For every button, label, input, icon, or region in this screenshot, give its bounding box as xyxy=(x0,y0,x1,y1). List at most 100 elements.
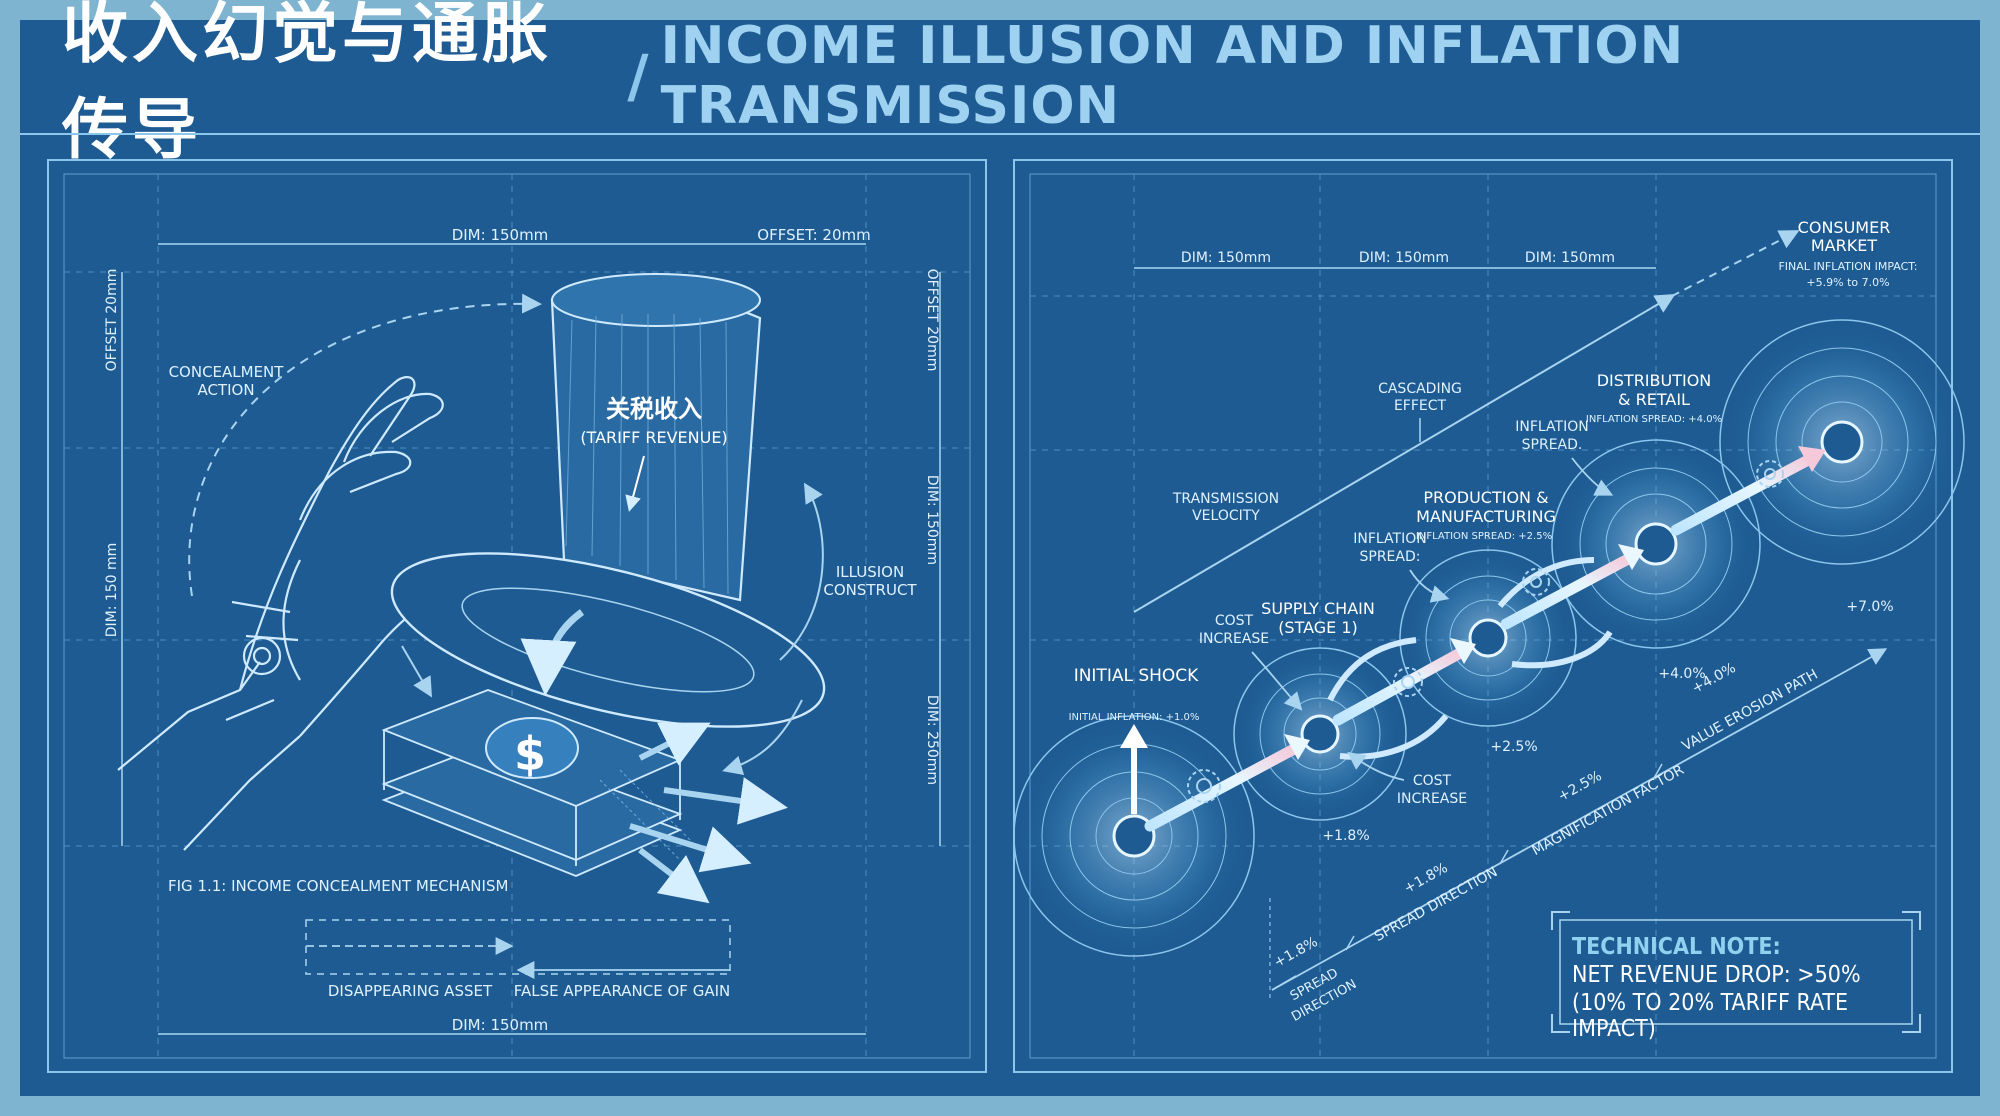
velocity-label-1: TRANSMISSION xyxy=(1172,491,1279,507)
asset-box xyxy=(305,919,731,975)
concealment-label-1: CONCEALMENT xyxy=(169,363,285,381)
money-return-arc xyxy=(722,699,803,776)
title-separator: / xyxy=(627,42,649,110)
inflation-spread-b-1: INFLATION xyxy=(1353,531,1426,547)
hand-to-money-arrow xyxy=(401,645,433,698)
gear-icon xyxy=(1522,568,1550,596)
left-offset-top: OFFSET: 20mm xyxy=(757,226,870,244)
top-hat: 关税收入 (TARIFF REVENUE) xyxy=(390,273,826,728)
production-label-2: MANUFACTURING xyxy=(1416,507,1556,526)
money-stack: $ xyxy=(381,689,701,877)
left-grid xyxy=(64,174,970,1058)
distribution-spread: INFLATION SPREAD: +4.0% xyxy=(1586,414,1722,425)
left-dim-right-upper: DIM: 150mm xyxy=(924,475,940,565)
right-panel-border xyxy=(1013,159,1953,1073)
left-dim-right-lower: DIM: 250mm xyxy=(924,695,940,785)
erosion-scale-tick xyxy=(1271,975,1297,991)
technical-note-line-1: NET REVENUE DROP: >50% xyxy=(1572,962,1861,988)
magnification-label: MAGNIFICATION FACTOR xyxy=(1529,762,1687,859)
velocity-line xyxy=(1133,293,1676,613)
technical-note-heading: TECHNICAL NOTE: xyxy=(1572,934,1781,960)
right-dim-3: DIM: 150mm xyxy=(1525,250,1615,266)
erosion-scale-line xyxy=(1271,648,1888,991)
illusion-label-2: CONSTRUCT xyxy=(823,581,917,599)
cost-increase-bottom-2: INCREASE xyxy=(1397,791,1467,807)
left-panel: DIM: 150mm OFFSET: 20mm OFFSET 20mm DIM:… xyxy=(47,159,987,1073)
production-label-1: PRODUCTION & xyxy=(1423,488,1548,507)
supply-chain-label-1: SUPPLY CHAIN xyxy=(1261,599,1375,618)
concealment-label-2: ACTION xyxy=(197,381,254,399)
inflation-spread-a-1: INFLATION xyxy=(1515,419,1588,435)
gear-icons xyxy=(1187,460,1784,803)
hat-down-arrow xyxy=(520,609,585,696)
consumer-label-1: CONSUMER xyxy=(1798,218,1891,237)
right-panel-inner-border xyxy=(1029,173,1937,1059)
initial-shock-arrowhead xyxy=(1120,724,1148,748)
inflation-spread-b-pointer xyxy=(1409,569,1450,603)
gear-icon xyxy=(1187,769,1221,803)
inflation-spread-b-2: SPREAD: xyxy=(1360,549,1421,565)
false-gain-label: FALSE APPEARANCE OF GAIN xyxy=(514,982,730,1000)
cost-increase-top-2: INCREASE xyxy=(1199,631,1269,647)
technical-note-line-2: (10% TO 20% TARIFF RATE IMPACT) xyxy=(1572,990,1849,1042)
cost-increase-top-pointer xyxy=(1251,651,1303,711)
supply-chain-label-2: (STAGE 1) xyxy=(1278,618,1358,637)
gear-icon xyxy=(1756,460,1784,488)
concealment-arc xyxy=(188,293,542,597)
disappearing-asset-label: DISAPPEARING ASSET xyxy=(328,982,493,1000)
cascading-label-2: EFFECT xyxy=(1394,398,1447,414)
title-chinese: 收入幻觉与通胀传导 xyxy=(62,0,552,168)
flow-arrows xyxy=(1144,452,1818,832)
technical-note-frame xyxy=(1551,911,1921,1033)
flow-arrowheads xyxy=(1284,446,1826,760)
left-dim-bottom: DIM: 150mm xyxy=(452,1016,549,1034)
velocity-label-2: VELOCITY xyxy=(1192,508,1260,524)
pct-25: +2.5% xyxy=(1490,739,1537,755)
dollar-sign: $ xyxy=(514,727,546,781)
diag-25-label: +2.5% xyxy=(1555,768,1604,805)
final-impact-label-2: +5.9% to 7.0% xyxy=(1806,276,1889,289)
title-bar: 收入幻觉与通胀传导 / INCOME ILLUSION AND INFLATIO… xyxy=(20,0,1980,168)
hat-brim xyxy=(390,552,826,728)
hat-label-arrow xyxy=(625,455,645,512)
inflation-spread-a-2: SPREAD. xyxy=(1522,437,1583,453)
initial-shock-label: INITIAL SHOCK xyxy=(1074,666,1199,686)
title-english: INCOME ILLUSION AND INFLATION TRANSMISSI… xyxy=(660,16,1685,136)
inflation-spread-a-pointer xyxy=(1571,457,1614,496)
left-offset-left: OFFSET 20mm xyxy=(104,269,120,372)
hat-hatching xyxy=(565,313,729,595)
distribution-label-1: DISTRIBUTION xyxy=(1597,371,1712,390)
pct-70: +7.0% xyxy=(1846,599,1893,615)
left-dim-top: DIM: 150mm xyxy=(452,226,549,244)
illusion-label-1: ILLUSION xyxy=(836,563,904,581)
consumer-label-2: MARKET xyxy=(1811,236,1877,255)
cost-increase-bottom-1: COST xyxy=(1413,773,1452,789)
cost-increase-bottom-pointer xyxy=(1347,751,1405,781)
hat-label-english: (TARIFF REVENUE) xyxy=(580,428,727,447)
ring-consumer xyxy=(1719,319,1965,565)
left-panel-inner-border xyxy=(63,173,971,1059)
right-panel: DIM: 150mm DIM: 150mm DIM: 150mm xyxy=(1013,159,1965,1073)
illusion-arc xyxy=(779,482,824,661)
cascading-label-1: CASCADING xyxy=(1378,381,1462,397)
ring-production xyxy=(1399,549,1577,727)
pct-18: +1.8% xyxy=(1322,828,1369,844)
final-impact-label-1: FINAL INFLATION IMPACT: xyxy=(1778,260,1917,273)
left-panel-border xyxy=(47,159,987,1073)
hat-label-chinese: 关税收入 xyxy=(606,395,702,423)
production-spread: INFLATION SPREAD: +2.5% xyxy=(1416,531,1552,542)
initial-inflation-label: INITIAL INFLATION: +1.0% xyxy=(1069,712,1200,723)
left-offset-right: OFFSET 20mm xyxy=(924,269,940,372)
cost-increase-top-1: COST xyxy=(1215,613,1254,629)
pct-40: +4.0% xyxy=(1658,666,1705,682)
diag-18b-label: +1.8% xyxy=(1271,934,1320,971)
erosion-ticks xyxy=(1345,763,1663,951)
ring-supply xyxy=(1233,647,1407,821)
velocity-line-extension xyxy=(1671,230,1800,297)
right-dim-1: DIM: 150mm xyxy=(1181,250,1271,266)
distribution-label-2: & RETAIL xyxy=(1618,390,1690,409)
left-dim-left: DIM: 150 mm xyxy=(104,543,120,638)
gear-icon xyxy=(1393,667,1423,697)
